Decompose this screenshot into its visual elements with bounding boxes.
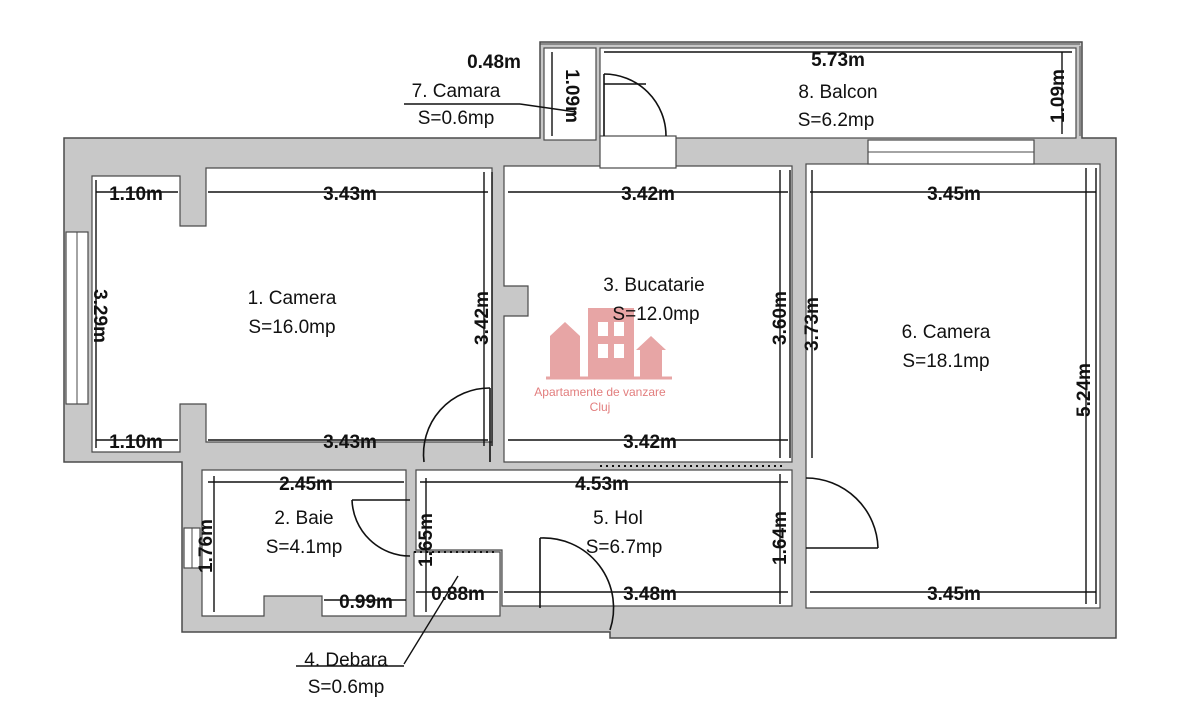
dim-camera6-top: 3.45m (927, 184, 981, 205)
dim-debara-height: 1.65m (416, 513, 437, 567)
room-baie-name: 2. Baie (274, 508, 333, 529)
dim-camera1-bottom: 3.43m (323, 432, 377, 453)
dimension-labels: 0.48m 5.73m 1.09m 1.09m 1.10m 3.43m 3.29… (89, 50, 1095, 613)
room-camera-6-name: 6. Camera (902, 322, 991, 343)
dim-camera1-left: 3.29m (89, 289, 110, 343)
dim-camera6-left: 3.73m (802, 297, 823, 351)
door-entrance (539, 537, 615, 631)
room-debara-name: 4. Debara (304, 650, 388, 671)
dim-baie-height: 1.76m (196, 519, 217, 573)
room-camera-1-name: 1. Camera (248, 288, 337, 309)
room-labels: 1. Camera S=16.0mp 2. Baie S=4.1mp 3. Bu… (248, 81, 991, 698)
leader-debara (403, 575, 459, 665)
dim-baie-width: 2.45m (279, 474, 333, 495)
door-camera-6 (805, 477, 879, 549)
dimension-lines (95, 51, 1097, 612)
floor-camera-6 (805, 163, 1101, 609)
floor-balcon-passage (599, 135, 677, 169)
leader-camara (519, 103, 577, 113)
door-baie (351, 499, 411, 557)
watermark-line-1: Apartamente de vanzare (534, 385, 666, 399)
dim-hol-bottom: 3.48m (623, 584, 677, 605)
dim-camera1-top: 3.43m (323, 184, 377, 205)
floor-hol (415, 469, 793, 607)
room-balcon-area: S=6.2mp (798, 110, 875, 131)
dim-hol-height: 1.64m (770, 511, 791, 565)
room-bucatarie-name: 3. Bucatarie (603, 275, 704, 296)
dim-bucatarie-bottom: 3.42m (623, 432, 677, 453)
watermark-logo: Apartamente de vanzare Cluj (534, 308, 672, 414)
dim-camera1-bottom-left: 1.10m (109, 432, 163, 453)
dim-baie-bottom: 0.99m (339, 592, 393, 613)
dim-camera6-right: 5.24m (1074, 363, 1095, 417)
room-camara-area: S=0.6mp (418, 108, 495, 129)
room-bucatarie-area: S=12.0mp (612, 304, 699, 325)
room-hol-name: 5. Hol (593, 508, 643, 529)
room-debara-area: S=0.6mp (308, 677, 385, 698)
room-balcon-name: 8. Balcon (798, 82, 877, 103)
dim-hol-length: 4.53m (575, 474, 629, 495)
floor-bucatarie (503, 165, 793, 463)
room-baie-area: S=4.1mp (266, 537, 343, 558)
door-balcon (603, 73, 667, 137)
door-camera-1 (422, 387, 491, 463)
watermark-line-2: Cluj (590, 400, 611, 414)
dim-camera1-right: 3.42m (472, 291, 493, 345)
floor-baie (201, 469, 407, 617)
floor-camera-1 (91, 167, 493, 453)
room-camera-6-area: S=18.1mp (902, 351, 989, 372)
room-camera-1-area: S=16.0mp (248, 317, 335, 338)
room-camara-name: 7. Camara (412, 81, 501, 102)
dim-camara-width: 0.48m (467, 52, 521, 73)
doors (351, 73, 879, 631)
room-hol-area: S=6.7mp (586, 537, 663, 558)
floor-debara (413, 551, 501, 617)
dim-camara-height: 1.09m (561, 69, 582, 123)
dim-bucatarie-height: 3.60m (770, 291, 791, 345)
windows (65, 43, 1081, 569)
dim-camera6-bottom: 3.45m (927, 584, 981, 605)
dim-bucatarie-top: 3.42m (621, 184, 675, 205)
dim-debara-width: 0.88m (431, 584, 485, 605)
dim-camera1-top-left: 1.10m (109, 184, 163, 205)
dim-balcon-height: 1.09m (1048, 69, 1069, 123)
dim-balcon-width: 5.73m (811, 50, 865, 71)
floor-balcon (599, 47, 1077, 139)
